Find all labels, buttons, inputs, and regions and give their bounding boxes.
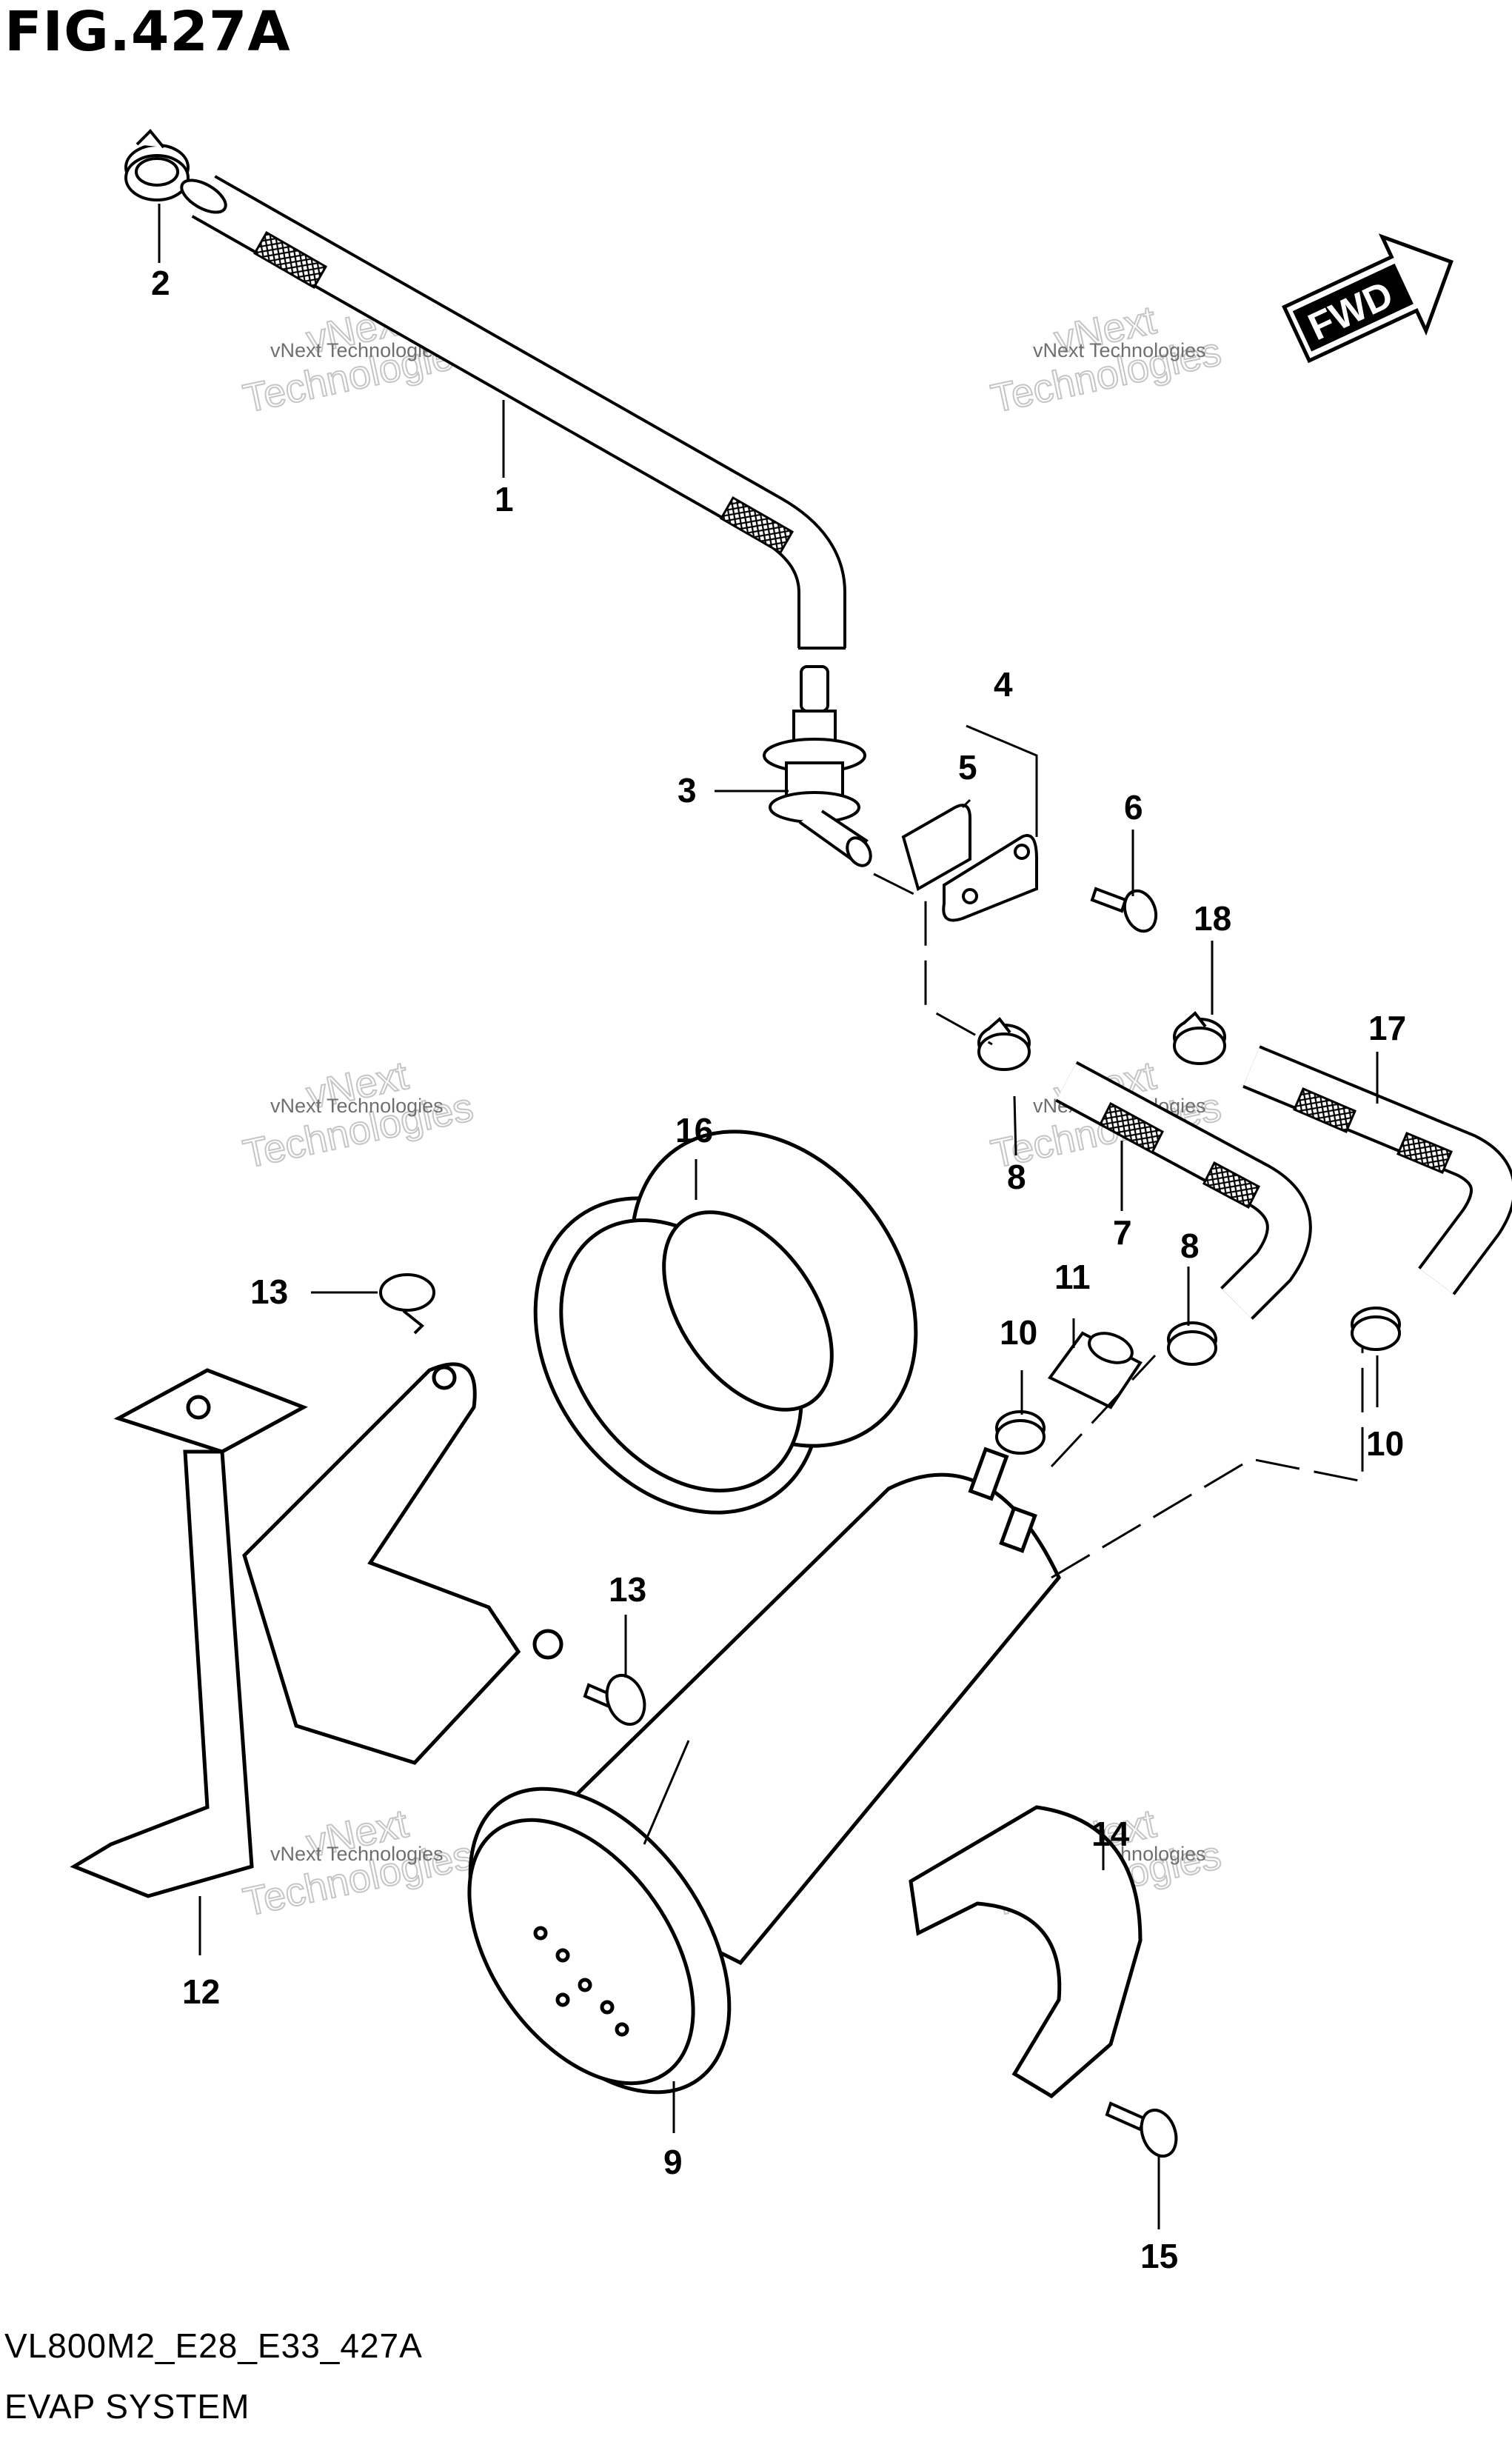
hose-17 bbox=[1242, 1045, 1512, 1295]
callout-8-lower: 8 bbox=[1180, 1227, 1200, 1265]
screw-15 bbox=[1105, 2101, 1178, 2158]
callout-7: 7 bbox=[1113, 1213, 1132, 1252]
hose-11 bbox=[1047, 1331, 1143, 1409]
hose-clamp-10-right bbox=[1351, 1307, 1401, 1351]
callout-13-lower: 13 bbox=[609, 1570, 646, 1609]
callout-16: 16 bbox=[675, 1111, 713, 1150]
hose-clamp-2 bbox=[124, 129, 190, 201]
diagram-code: VL800M2_E28_E33_427A bbox=[4, 2326, 423, 2365]
hose-clamp-10-left bbox=[995, 1410, 1046, 1455]
leader-lines bbox=[158, 204, 1379, 2229]
svg-text:vNext Technologies: vNext Technologies bbox=[270, 1843, 444, 1865]
connection-lines bbox=[873, 873, 1364, 1579]
svg-text:vNext Technologies: vNext Technologies bbox=[270, 1095, 444, 1117]
figure-title: FIG.427A bbox=[4, 0, 291, 64]
callout-3: 3 bbox=[678, 771, 697, 810]
screw-6 bbox=[1090, 887, 1158, 933]
svg-text:vNext Technologies: vNext Technologies bbox=[1033, 339, 1206, 361]
callout-5: 5 bbox=[958, 748, 977, 787]
bracket-4 bbox=[901, 804, 1038, 922]
callout-10-right: 10 bbox=[1366, 1424, 1404, 1463]
hose-clamp-8-upper bbox=[977, 1017, 1031, 1071]
callout-18: 18 bbox=[1194, 899, 1231, 938]
callout-4: 4 bbox=[994, 665, 1013, 704]
callout-2: 2 bbox=[151, 264, 170, 302]
hose-7 bbox=[1055, 1061, 1312, 1320]
callout-8-upper: 8 bbox=[1007, 1158, 1026, 1196]
callout-1: 1 bbox=[495, 480, 514, 518]
mounting-bracket-12 bbox=[70, 1362, 563, 1898]
fwd-arrow-icon: FWD bbox=[1282, 233, 1454, 364]
callout-9: 9 bbox=[663, 2143, 683, 2181]
purge-hose-1 bbox=[180, 175, 846, 650]
diagram-name: EVAP SYSTEM bbox=[4, 2387, 250, 2426]
screw-13-upper bbox=[379, 1273, 435, 1335]
callout-10-left: 10 bbox=[1000, 1313, 1037, 1352]
callout-14: 14 bbox=[1091, 1815, 1130, 1853]
callout-13-upper: 13 bbox=[250, 1272, 288, 1311]
canister-9 bbox=[467, 1447, 1061, 2095]
strap-14 bbox=[909, 1805, 1143, 2099]
canister-cap-16 bbox=[533, 1130, 918, 1515]
callout-15: 15 bbox=[1140, 2237, 1178, 2275]
callout-12: 12 bbox=[182, 1972, 220, 2011]
screw-13-lower bbox=[583, 1674, 646, 1726]
callout-17: 17 bbox=[1368, 1009, 1406, 1047]
evap-valve-3 bbox=[763, 665, 872, 867]
hose-clamp-8-lower bbox=[1167, 1321, 1217, 1366]
callout-11: 11 bbox=[1054, 1258, 1091, 1296]
callout-6: 6 bbox=[1124, 788, 1143, 827]
hose-clamp-18 bbox=[1173, 1011, 1226, 1065]
